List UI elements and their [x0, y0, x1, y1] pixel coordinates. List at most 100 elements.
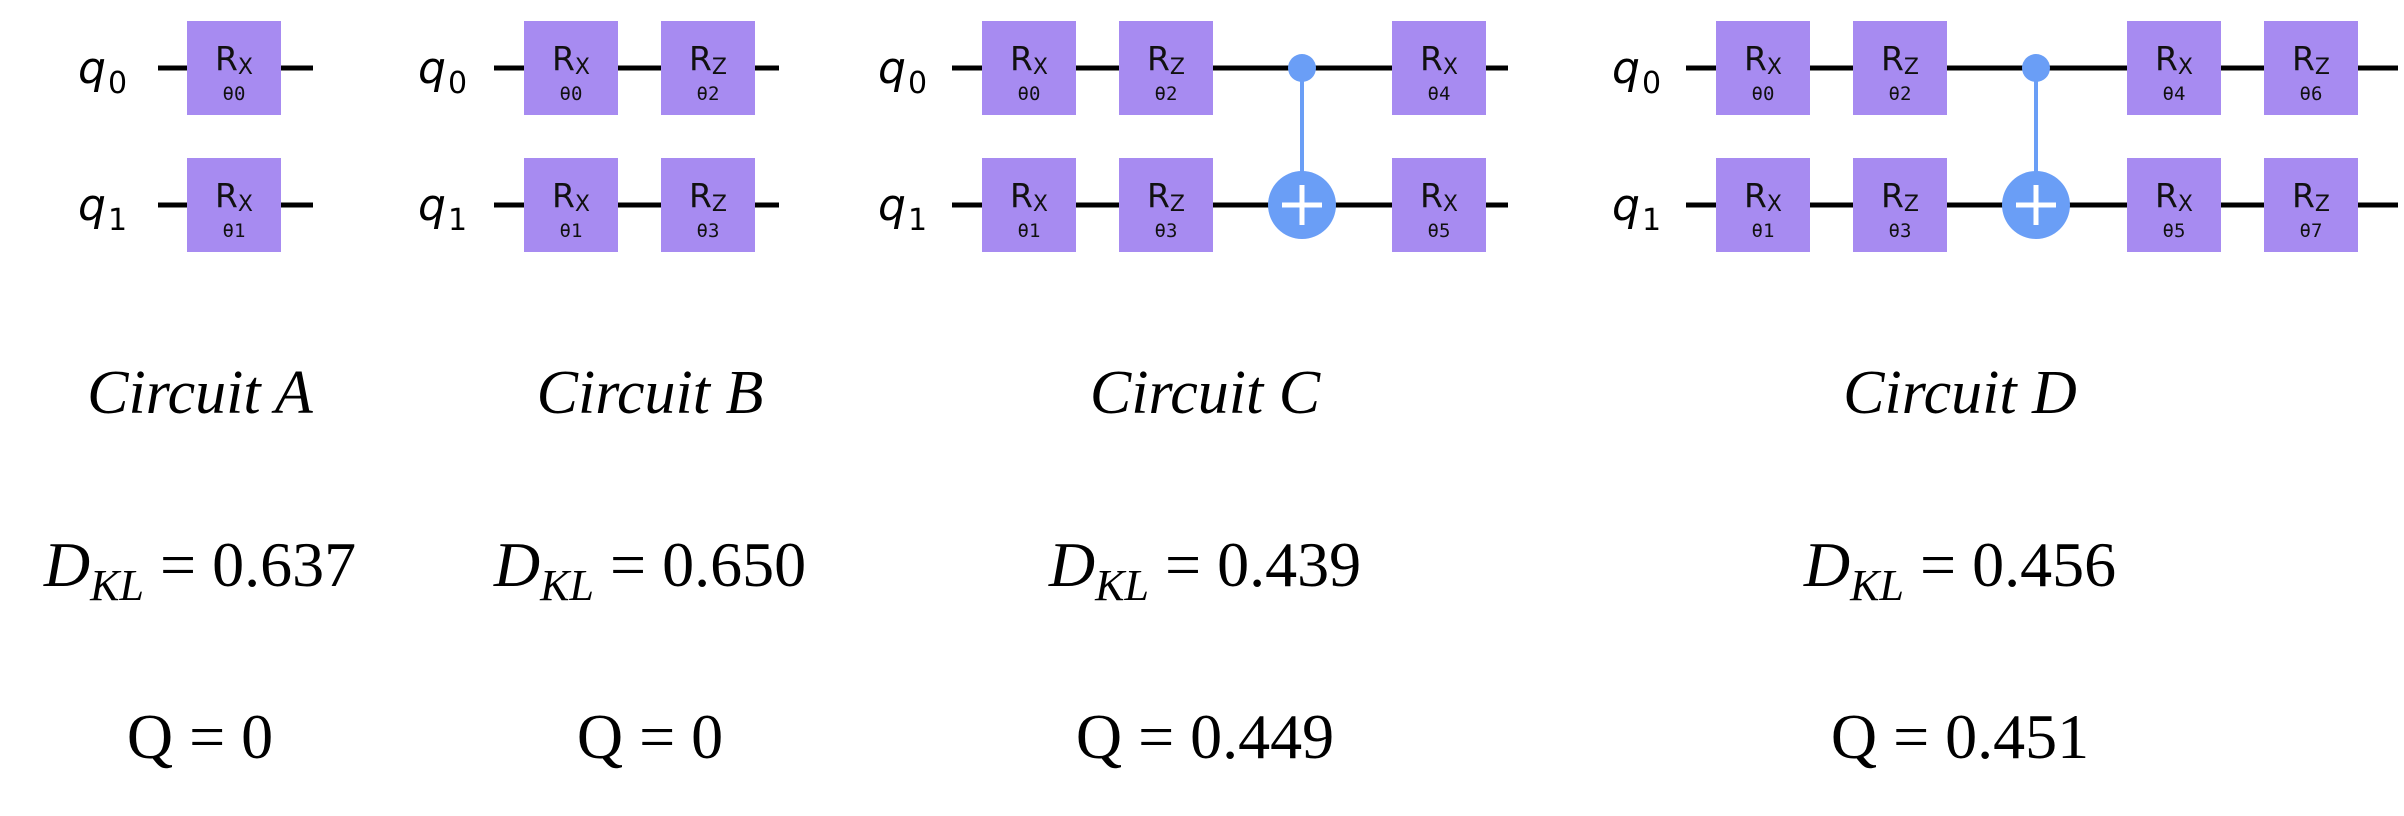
circuit-d-dkl: DKL = 0.456 [1804, 528, 2116, 611]
dkl-value: = 0.650 [609, 529, 807, 600]
dkl-symbol: D [493, 529, 541, 600]
circuit-c-q: Q = 0.449 [1075, 701, 1335, 772]
gate-box [2127, 158, 2221, 252]
gate-param: θ1 [1018, 220, 1041, 242]
gate-box [524, 158, 618, 252]
gate-param: θ5 [1428, 220, 1451, 242]
gate-label: RX [215, 176, 253, 217]
circuit-b-q: Q = 0 [576, 701, 724, 772]
dkl-value: = 0.456 [1919, 529, 2117, 600]
gate-param: θ0 [223, 83, 246, 105]
qubit-label-q0: q0 [878, 43, 927, 101]
circuit-a-dkl: DKL = 0.637 [44, 528, 356, 611]
gate-param: θ2 [1155, 83, 1178, 105]
dkl-subscript: KL [1850, 561, 1904, 610]
gate-param: θ2 [697, 83, 720, 105]
dkl-subscript: KL [90, 561, 144, 610]
gate-param: θ0 [1752, 83, 1775, 105]
gate-param: θ7 [2300, 220, 2323, 242]
gate-box [661, 21, 755, 115]
gate-box [661, 158, 755, 252]
gate-box [2264, 158, 2358, 252]
gate-box [1119, 158, 1213, 252]
gate-param: θ1 [223, 220, 246, 242]
cnot-gate [2002, 54, 2070, 239]
gate-param: θ5 [2163, 220, 2186, 242]
dkl-value: = 0.439 [1164, 529, 1362, 600]
gate-box [1392, 21, 1486, 115]
dkl-symbol: D [1803, 529, 1851, 600]
gate-param: θ4 [2163, 83, 2186, 105]
circuit-a-title: Circuit A [87, 359, 313, 427]
qubit-label-q1: q1 [418, 180, 467, 238]
circuit-a-q: Q = 0 [126, 701, 274, 772]
qubit-label-q1: q1 [878, 180, 927, 238]
gate-box [1716, 21, 1810, 115]
dkl-subscript: KL [540, 561, 594, 610]
gate-param: θ1 [560, 220, 583, 242]
gate-box [1853, 158, 1947, 252]
gate-box [1716, 158, 1810, 252]
gate-param: θ3 [697, 220, 720, 242]
circuit-c-dkl: DKL = 0.439 [1049, 528, 1361, 611]
gate-box [982, 21, 1076, 115]
gate-param: θ6 [2300, 83, 2323, 105]
qubit-label-q0: q0 [418, 43, 467, 101]
gate-box [1392, 158, 1486, 252]
qubit-label-q0: q0 [1612, 43, 1661, 101]
gate-box [2127, 21, 2221, 115]
dkl-symbol: D [43, 529, 91, 600]
gate-box [1853, 21, 1947, 115]
circuit-d-title: Circuit D [1843, 359, 2077, 427]
rz-gate: RZ θ2 [661, 21, 755, 115]
gate-param: θ3 [1155, 220, 1178, 242]
dkl-symbol: D [1048, 529, 1096, 600]
rx-gate: RX θ1 [187, 158, 281, 252]
gate-param: θ1 [1752, 220, 1775, 242]
gate-box [187, 158, 281, 252]
qubit-label-q1: q1 [78, 180, 127, 238]
gate-param: θ0 [560, 83, 583, 105]
gate-param: θ4 [1428, 83, 1451, 105]
gate-box [187, 21, 281, 115]
dkl-value: = 0.637 [159, 529, 357, 600]
gate-box [524, 21, 618, 115]
circuit-b-dkl: DKL = 0.650 [494, 528, 806, 611]
circuit-d-q: Q = 0.451 [1830, 701, 2090, 772]
circuit-b-title: Circuit B [536, 359, 764, 427]
qubit-label-q0: q0 [78, 43, 127, 101]
cnot-control-dot [1288, 54, 1316, 82]
cnot-gate [1268, 54, 1336, 239]
dkl-subscript: KL [1095, 561, 1149, 610]
gate-box [2264, 21, 2358, 115]
gate-label: RZ [689, 39, 727, 80]
gate-param: θ3 [1889, 220, 1912, 242]
qubit-label-q1: q1 [1612, 180, 1661, 238]
circuit-c-title: Circuit C [1089, 359, 1321, 427]
gate-box [982, 158, 1076, 252]
gate-param: θ0 [1018, 83, 1041, 105]
